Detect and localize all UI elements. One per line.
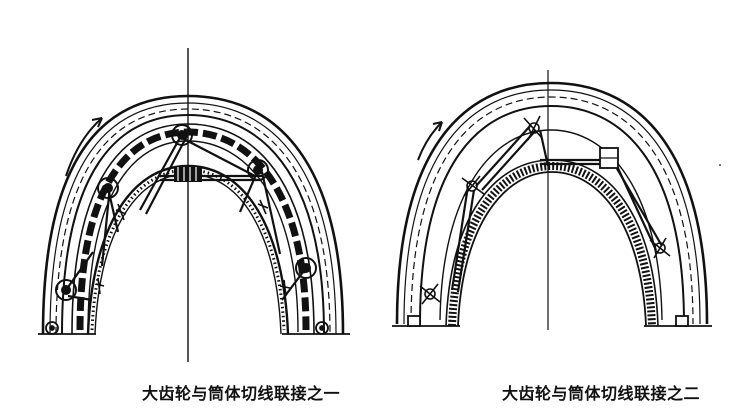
- fig1-pin-left-lower: [55, 279, 77, 301]
- fig2-rotation-arrow: [417, 121, 443, 161]
- fig1-clamp-ticks: [177, 167, 197, 181]
- fig1-rotation-arrow: [65, 117, 103, 177]
- fig1-base-feet: [38, 321, 350, 335]
- fig2-shell-inner: [457, 171, 647, 327]
- fig2-pin-left-lower: [424, 288, 436, 300]
- fig1-bolt-studs: [95, 199, 291, 297]
- fig2-web-rim: [439, 129, 663, 321]
- fig2-pin-right: [654, 242, 666, 254]
- fig1-ring-line-2: [49, 102, 337, 335]
- speck: [719, 164, 721, 166]
- figure-2-gear-tangential-connection: [392, 70, 712, 330]
- fig2-pin-left: [466, 180, 478, 192]
- fig1-web-slots: [76, 128, 310, 331]
- fig2-ring-inner-edge: [419, 104, 685, 325]
- figure-1-caption: 大齿轮与筒体切线联接之一: [142, 384, 341, 403]
- fig1-pin-bosses: [55, 124, 317, 301]
- fig1-ring-inner-edge: [71, 123, 315, 335]
- fig2-tangential-plates: [450, 125, 663, 293]
- fig1-outer-ring-edge: [41, 94, 345, 335]
- fig1-tangential-plates: [65, 133, 307, 302]
- fig1-clamp-block: [174, 166, 202, 182]
- fig1-shell-hatch: [90, 168, 286, 331]
- fig2-pin-top: [528, 122, 540, 134]
- fig2-ring-dashed: [410, 96, 694, 325]
- fig1-ring-line-4: [61, 113, 325, 335]
- fig2-base-feet: [392, 315, 712, 327]
- fig1-pin-right-lower: [295, 257, 317, 279]
- fig2-ring-line-2: [403, 89, 701, 325]
- fig1-pin-right: [247, 159, 269, 181]
- figure-1-gear-tangential-connection: [38, 48, 350, 362]
- fig1-pin-top: [171, 124, 193, 146]
- fig2-fittings: [419, 115, 671, 305]
- fig2-outer-ring-edge: [395, 81, 709, 325]
- figure-2-caption: 大齿轮与筒体切线联接之二: [502, 384, 701, 403]
- fig1-pin-left-upper: [97, 177, 119, 199]
